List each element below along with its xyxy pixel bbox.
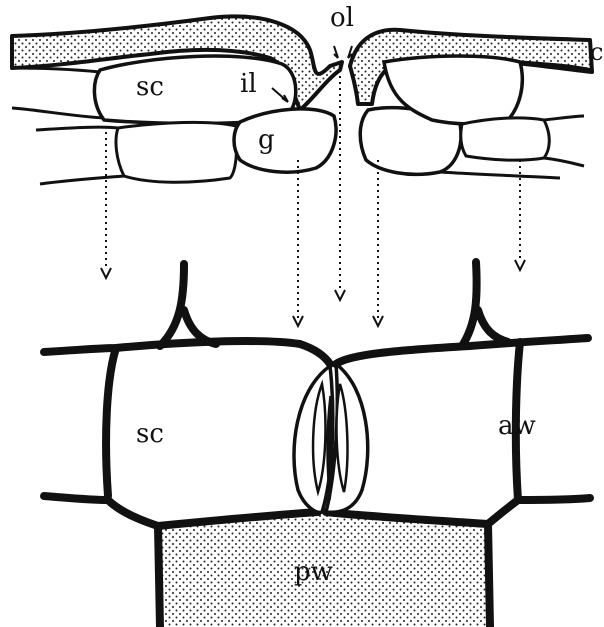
wall-bottom-right — [488, 498, 590, 524]
label-subsidiary-cell-bottom: sc — [136, 419, 164, 449]
wall-top-left — [44, 341, 330, 364]
surface-view: sc aw pw — [44, 262, 590, 627]
wall-bottom-right-vertical — [488, 524, 490, 627]
label-subsidiary-cell-top: sc — [136, 72, 164, 102]
lower-cell-left — [116, 122, 237, 182]
label-periclinal-wall: pw — [294, 557, 333, 587]
arrowhead-3 — [335, 290, 345, 300]
arrowhead-1 — [101, 268, 111, 278]
label-inner-ledge: il — [240, 69, 257, 99]
projection-arrowheads — [101, 260, 525, 326]
outer-ledge-arrows — [334, 46, 352, 58]
guard-cell-left — [234, 109, 336, 172]
lower-cell-right — [461, 118, 549, 160]
wall-left-vertical — [106, 348, 116, 496]
lower-cell-edge — [36, 127, 124, 184]
label-anticlinal-wall: aw — [498, 411, 536, 441]
stoma — [294, 364, 368, 512]
label-guard-cell: g — [258, 125, 275, 155]
stomatal-pore — [327, 396, 333, 500]
label-cuticle-edge: c — [590, 38, 603, 66]
cross-section-view: sc il ol g c — [12, 3, 603, 184]
epidermis-left-edge — [12, 68, 104, 118]
wall-bottom-left — [44, 496, 158, 526]
label-outer-ledge: ol — [330, 3, 354, 33]
wall-spike-left — [160, 264, 216, 346]
wall-spike-right — [462, 262, 508, 346]
arrowhead-5 — [515, 260, 525, 270]
wall-bottom-left-vertical — [158, 526, 160, 627]
